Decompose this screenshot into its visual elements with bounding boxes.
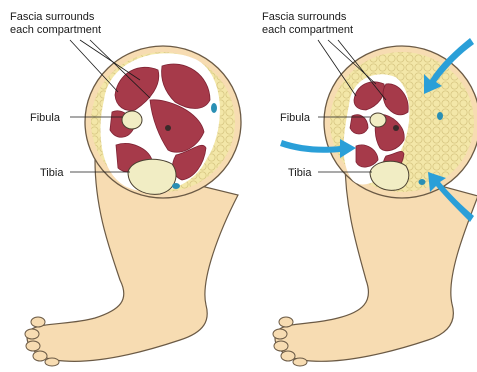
label-fascia-line2: each compartment <box>262 24 353 36</box>
vessel <box>172 183 180 189</box>
label-fascia-line1: Fascia surrounds <box>262 11 347 23</box>
panel-compressed: Fascia surrounds each compartment Fibula… <box>262 11 477 366</box>
label-fibula: Fibula <box>280 112 311 124</box>
fibula-bone <box>370 113 386 127</box>
vessel <box>437 112 443 120</box>
label-tibia: Tibia <box>288 167 312 179</box>
label-fascia-line1: Fascia surrounds <box>10 11 95 23</box>
label-tibia: Tibia <box>40 167 64 179</box>
panel-normal: Fascia surrounds each compartment Fibula… <box>10 11 241 366</box>
fibula-bone <box>122 111 142 129</box>
vessel <box>419 179 426 185</box>
vessel <box>211 103 217 113</box>
cross-section-compressed <box>324 46 477 198</box>
label-fibula: Fibula <box>30 112 61 124</box>
label-fascia-line2: each compartment <box>10 24 101 36</box>
cross-section-normal <box>85 46 241 198</box>
